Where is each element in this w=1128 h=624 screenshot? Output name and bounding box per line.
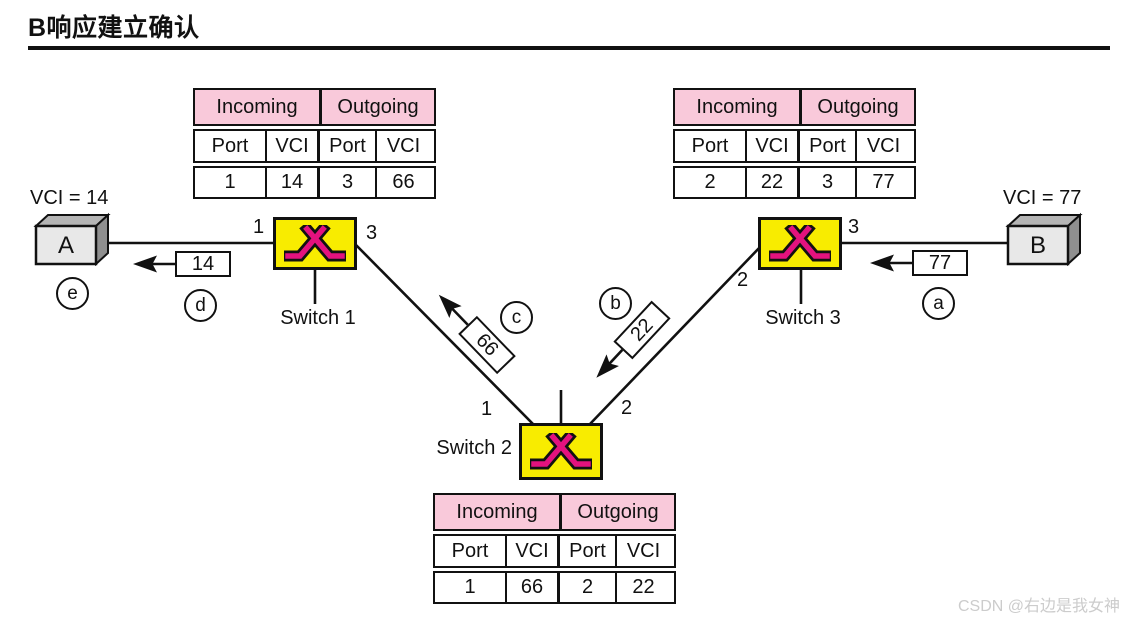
table-subheader-row: Port VCI Port VCI	[193, 129, 436, 163]
in-vci-value: 66	[505, 573, 557, 602]
port-col-header: Port	[797, 131, 855, 161]
title-underline	[28, 46, 1110, 50]
switch-icon	[530, 432, 592, 469]
table-value-row: 2 22 3 77	[673, 166, 916, 199]
outgoing-header-cell: Outgoing	[799, 90, 914, 124]
switch3-forwarding-table: Incoming Outgoing Port VCI Port VCI 2 22…	[673, 88, 916, 199]
switch1-port-3-label: 3	[366, 222, 378, 244]
switch2-forwarding-table: Incoming Outgoing Port VCI Port VCI 1 66…	[433, 493, 676, 604]
vci-box-a: 77	[912, 250, 968, 276]
link-switch2-switch3	[589, 244, 763, 425]
host-box-icon: B	[1005, 212, 1083, 267]
host-b: B	[1005, 212, 1083, 267]
table-subheader-row: Port VCI Port VCI	[433, 534, 676, 568]
port-col-header: Port	[675, 131, 745, 161]
in-port-value: 1	[435, 573, 505, 602]
host-a-vci-label: VCI = 14	[30, 187, 109, 209]
switch-icon	[769, 224, 831, 261]
out-vci-value: 22	[615, 573, 670, 602]
page-title: B响应建立确认	[28, 14, 200, 42]
vci-box-a-value: 77	[928, 251, 952, 274]
incoming-header-cell: Incoming	[195, 90, 319, 124]
arrow-a	[870, 254, 912, 272]
switch2-port-2-label: 2	[621, 397, 633, 419]
vci-col-header: VCI	[505, 536, 557, 566]
table-header-row: Incoming Outgoing	[193, 88, 436, 126]
step-letter: c	[511, 306, 522, 328]
switch1	[273, 217, 357, 270]
switch3-port-2-label: 2	[737, 269, 749, 291]
host-b-vci-label: VCI = 77	[1003, 187, 1082, 209]
switch3-port-3-label: 3	[848, 216, 860, 238]
switch1-forwarding-table: Incoming Outgoing Port VCI Port VCI 1 14…	[193, 88, 436, 199]
vci-col-header: VCI	[855, 131, 910, 161]
outgoing-header-cell: Outgoing	[319, 90, 434, 124]
outgoing-header-cell: Outgoing	[559, 495, 674, 529]
table-subheader-row: Port VCI Port VCI	[673, 129, 916, 163]
switch1-label: Switch 1	[280, 307, 356, 329]
in-vci-value: 14	[265, 168, 317, 197]
step-letter: b	[610, 292, 621, 314]
step-letter: a	[933, 292, 944, 314]
step-circle-c: c	[500, 301, 533, 334]
table-value-row: 1 66 2 22	[433, 571, 676, 604]
step-circle-a: a	[922, 287, 955, 320]
out-port-value: 3	[317, 168, 375, 197]
step-letter: d	[195, 294, 206, 316]
switch2-port-1-label: 1	[481, 398, 493, 420]
vci-col-header: VCI	[265, 131, 317, 161]
incoming-header-cell: Incoming	[435, 495, 559, 529]
arrow-c	[438, 294, 469, 326]
step-circle-e: e	[56, 277, 89, 310]
switch2	[519, 423, 603, 480]
port-col-header: Port	[557, 536, 615, 566]
host-b-label: B	[1030, 232, 1046, 259]
arrowhead-a	[870, 254, 894, 272]
table-header-row: Incoming Outgoing	[433, 493, 676, 531]
arrow-d	[133, 255, 175, 273]
host-box-icon: A	[33, 212, 111, 267]
vci-col-header: VCI	[745, 131, 797, 161]
step-letter: e	[67, 282, 78, 304]
switch1-port-1-label: 1	[253, 216, 265, 238]
arrowhead-b	[596, 354, 619, 378]
out-vci-value: 77	[855, 168, 910, 197]
switch2-label: Switch 2	[436, 437, 512, 459]
table-header-row: Incoming Outgoing	[673, 88, 916, 126]
link-switch1-switch2	[355, 244, 534, 425]
in-port-value: 1	[195, 168, 265, 197]
watermark: CSDN @右边是我女神	[957, 598, 1120, 615]
port-col-header: Port	[317, 131, 375, 161]
host-a-label: A	[58, 232, 74, 259]
arrowhead-d	[133, 255, 157, 273]
switch3-label: Switch 3	[765, 307, 841, 329]
vci-box-d-value: 14	[191, 252, 215, 275]
step-circle-d: d	[184, 289, 217, 322]
out-port-value: 3	[797, 168, 855, 197]
in-port-value: 2	[675, 168, 745, 197]
vci-box-d: 14	[175, 251, 231, 277]
port-col-header: Port	[435, 536, 505, 566]
out-port-value: 2	[557, 573, 615, 602]
incoming-header-cell: Incoming	[675, 90, 799, 124]
host-a: A	[33, 212, 111, 267]
step-circle-b: b	[599, 287, 632, 320]
arrowhead-c	[438, 294, 462, 318]
table-value-row: 1 14 3 66	[193, 166, 436, 199]
vci-col-header: VCI	[375, 131, 430, 161]
in-vci-value: 22	[745, 168, 797, 197]
port-col-header: Port	[195, 131, 265, 161]
vci-col-header: VCI	[615, 536, 670, 566]
switch3	[758, 217, 842, 270]
switch-icon	[284, 224, 346, 261]
out-vci-value: 66	[375, 168, 430, 197]
